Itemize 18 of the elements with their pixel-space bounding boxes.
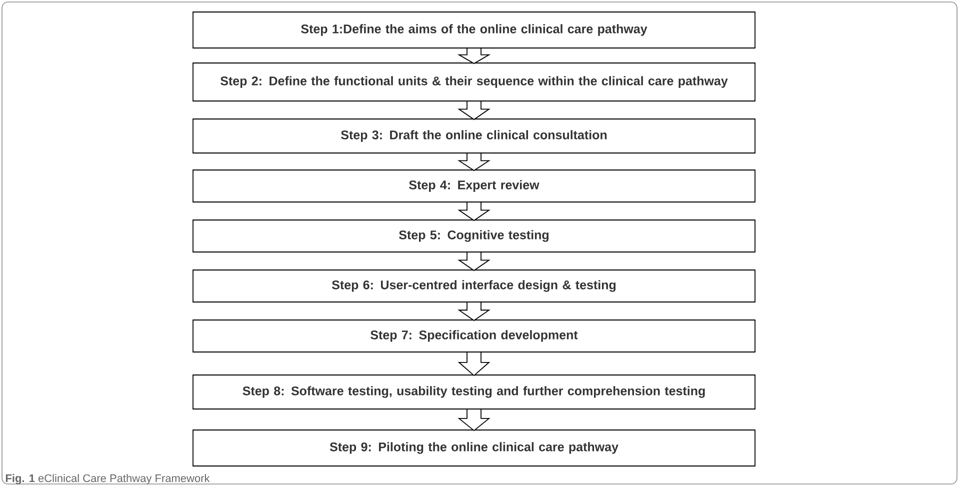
step-box: Step 4: Expert review [192, 170, 756, 202]
step-box: Step 6: User-centred interface design & testing [192, 270, 756, 302]
block-arrow [458, 202, 490, 222]
step-box: Step 2: Define the functional units & their sequence within the clinical care pathway [192, 62, 756, 102]
step-box: Step 5: Cognitive testing [192, 220, 756, 252]
block-arrow [458, 153, 490, 172]
block-arrow [458, 409, 490, 432]
step-box: Step 1:Define the aims of the online clinical care pathway [192, 12, 756, 48]
step-box: Step 8: Software testing, usability testing and further comprehension testing [192, 374, 756, 410]
block-arrow [457, 48, 491, 64]
step-box: Step 3: Draft the online clinical consultation [192, 118, 756, 154]
block-arrow [458, 302, 490, 322]
step-box: Step 9: Piloting the online clinical care pathway [192, 430, 756, 466]
figure-caption: Fig. 1 eClinical Care Pathway Framework [6, 474, 210, 484]
block-arrow [458, 352, 490, 376]
block-arrow [458, 101, 490, 120]
block-arrow [458, 252, 490, 272]
step-box: Step 7: Specification development [192, 320, 756, 352]
